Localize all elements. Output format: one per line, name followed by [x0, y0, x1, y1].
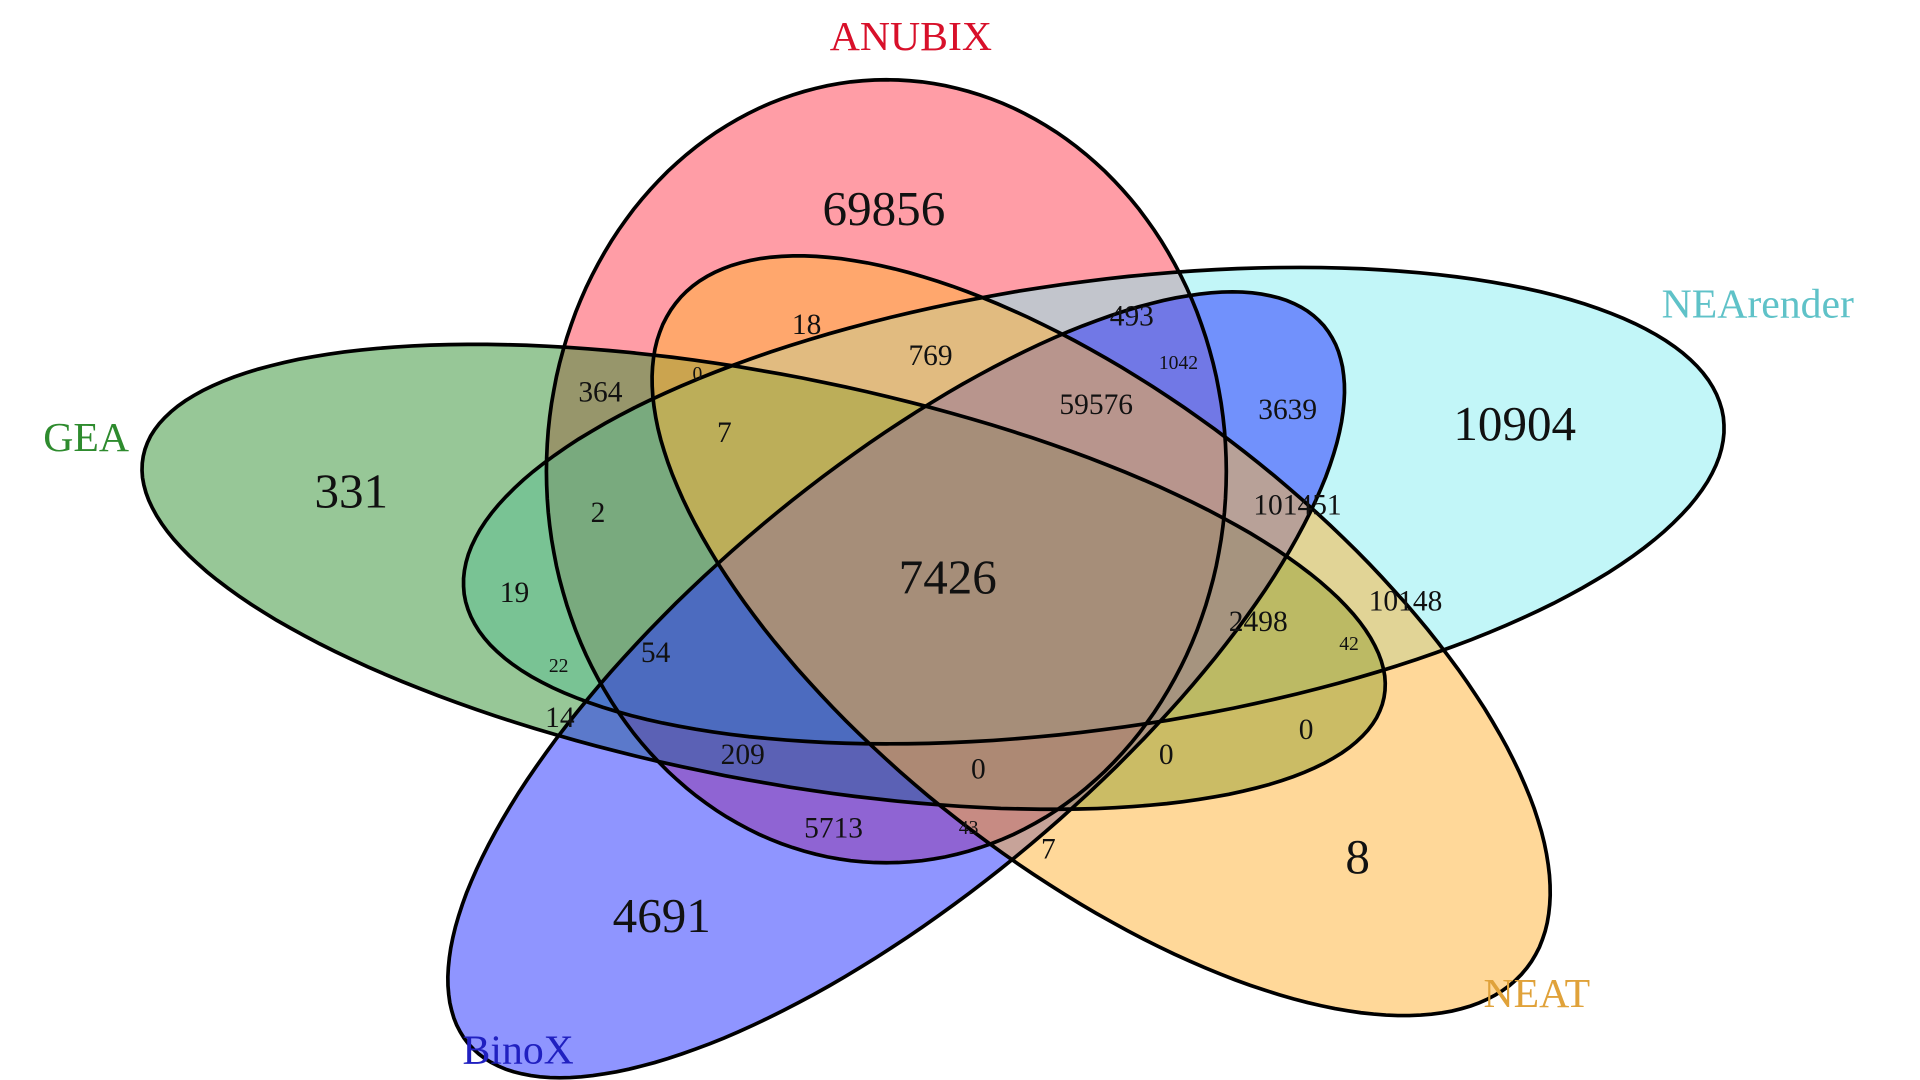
set-label-nearender: NEArender — [1662, 281, 1854, 327]
region-count-label: 3639 — [1258, 394, 1317, 426]
region-count-label: 7 — [717, 417, 732, 449]
region-count-label: 0 — [971, 754, 986, 786]
region-count-label: 0 — [1299, 714, 1314, 746]
region-count-label: 2498 — [1229, 606, 1288, 638]
region-count-label: 22 — [549, 656, 569, 677]
region-count-label: 0 — [692, 364, 702, 385]
region-count-label: 8 — [1345, 829, 1370, 884]
region-count-label: 10904 — [1453, 396, 1576, 451]
region-count-label: 42 — [1339, 634, 1359, 655]
region-count-label: 101451 — [1253, 490, 1341, 522]
region-count-label: 209 — [721, 739, 765, 771]
set-label-anubix: ANUBIX — [830, 14, 992, 60]
region-count-label: 2 — [591, 497, 606, 529]
region-count-label: 7 — [1041, 833, 1056, 865]
region-count-label: 69856 — [823, 181, 946, 236]
set-neat-outline — [650, 254, 1553, 1018]
region-count-label: 769 — [908, 340, 952, 372]
region-count-label: 19 — [500, 577, 529, 609]
set-label-binox: BinoX — [463, 1028, 574, 1074]
region-count-label: 54 — [641, 637, 671, 669]
region-count-label: 331 — [314, 463, 388, 518]
region-count-label: 364 — [578, 377, 622, 409]
region-count-label: 7426 — [899, 549, 997, 604]
region-count-label: 59576 — [1059, 389, 1133, 421]
region-count-label: 10148 — [1369, 585, 1443, 617]
region-count-label: 1042 — [1159, 353, 1198, 374]
set-nearender-outline — [461, 265, 1726, 746]
region-count-label: 4691 — [613, 888, 711, 943]
set-gea-outline — [140, 342, 1388, 812]
set-label-neat: NEAT — [1484, 971, 1591, 1017]
region-count-label: 0 — [1159, 739, 1174, 771]
set-binox-outline — [446, 290, 1347, 1080]
region-count-label: 14 — [545, 702, 575, 734]
region-count-label: 43 — [959, 818, 979, 839]
region-count-label: 18 — [792, 309, 821, 341]
region-count-label: 5713 — [804, 812, 863, 844]
set-label-gea: GEA — [43, 415, 129, 461]
set-neat-ellipse — [652, 255, 1551, 1016]
region-count-label: 493 — [1110, 301, 1154, 333]
